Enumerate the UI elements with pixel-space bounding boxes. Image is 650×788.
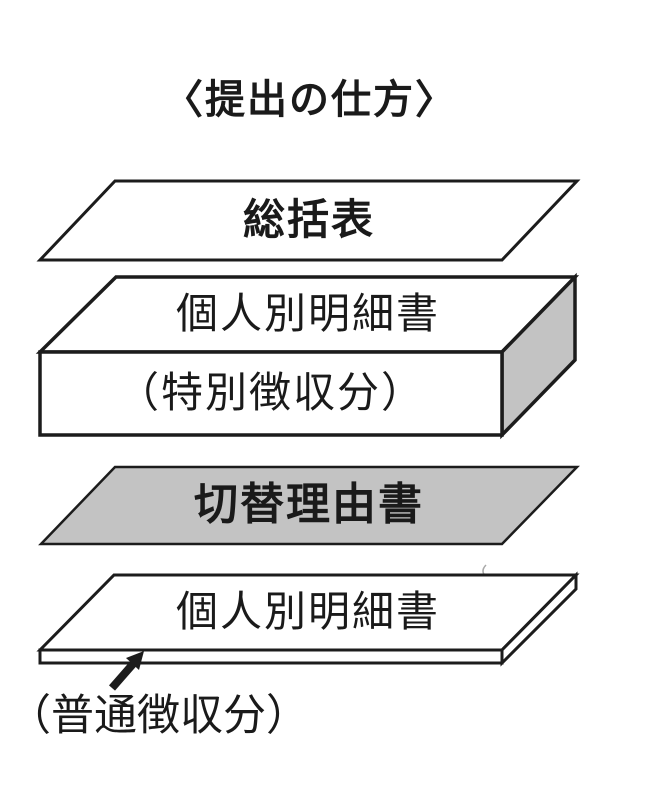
arrow-shaft bbox=[108, 661, 137, 691]
summary-sheet-face bbox=[36, 179, 581, 262]
arrow-icon bbox=[108, 651, 144, 691]
box-front-face bbox=[38, 350, 504, 437]
summary-sheet-label: 総括表 bbox=[242, 196, 375, 243]
arrow-head-icon bbox=[126, 651, 144, 670]
switch-reason-sheet-face bbox=[38, 465, 580, 546]
individual-statement-ordinary-label: 個人別明細書 bbox=[175, 588, 440, 635]
individual-statement-special-front-label: （特別徴収分） bbox=[116, 369, 425, 416]
switch-reason-sheet-label: 切替理由書 bbox=[194, 480, 424, 529]
ordinary-collection-caption: （普通徴収分） bbox=[8, 692, 309, 740]
slab-front-face bbox=[38, 648, 504, 665]
individual-statement-special-top-label: 個人別明細書 bbox=[175, 290, 440, 337]
diagram-title: 〈提出の仕方〉 bbox=[163, 78, 457, 122]
